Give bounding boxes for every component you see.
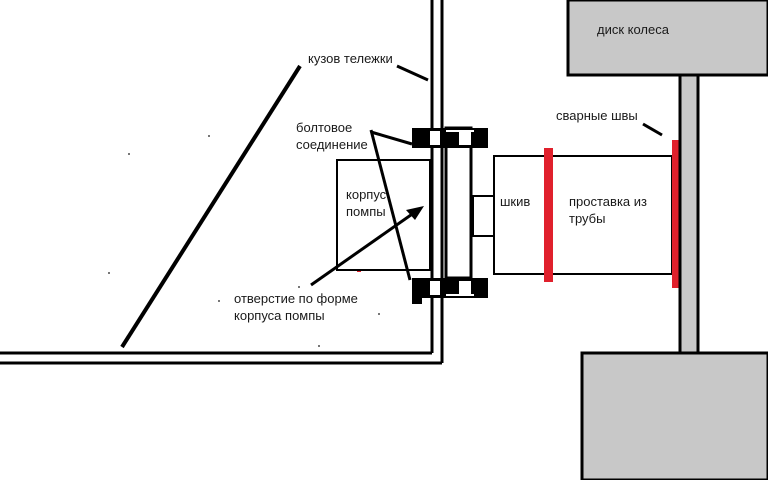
bolt-bottom xyxy=(412,278,488,298)
arrow-head xyxy=(406,206,424,220)
bolt-bottom-nub xyxy=(412,290,422,304)
wheel-axle xyxy=(678,73,700,355)
label-welds: сварные швы xyxy=(556,108,638,123)
weld-right xyxy=(672,140,681,288)
cart-body xyxy=(0,0,444,365)
label-pipe-spacer: проставка из трубы xyxy=(569,194,647,226)
label-wheel-disk: диск колеса xyxy=(597,22,669,37)
wheel-disk-bottom xyxy=(580,351,768,480)
label-bolt-connection: болтовое соединение xyxy=(296,120,368,152)
label-pulley: шкив xyxy=(500,194,531,209)
pulley xyxy=(493,155,549,275)
pipe-spacer xyxy=(547,155,673,275)
label-cart-body: кузов тележки xyxy=(308,51,393,66)
bolt-top xyxy=(412,128,488,148)
wheel-disk-top xyxy=(566,0,768,77)
pulley-shaft xyxy=(472,195,496,237)
label-pump-housing: корпус помпы xyxy=(346,187,387,219)
label-hole: отверстие по форме корпуса помпы xyxy=(234,291,358,323)
weld-left xyxy=(544,148,553,282)
body-diagonal-stroke xyxy=(120,64,302,349)
leader-lines xyxy=(310,64,663,287)
pump-flange xyxy=(444,126,473,280)
